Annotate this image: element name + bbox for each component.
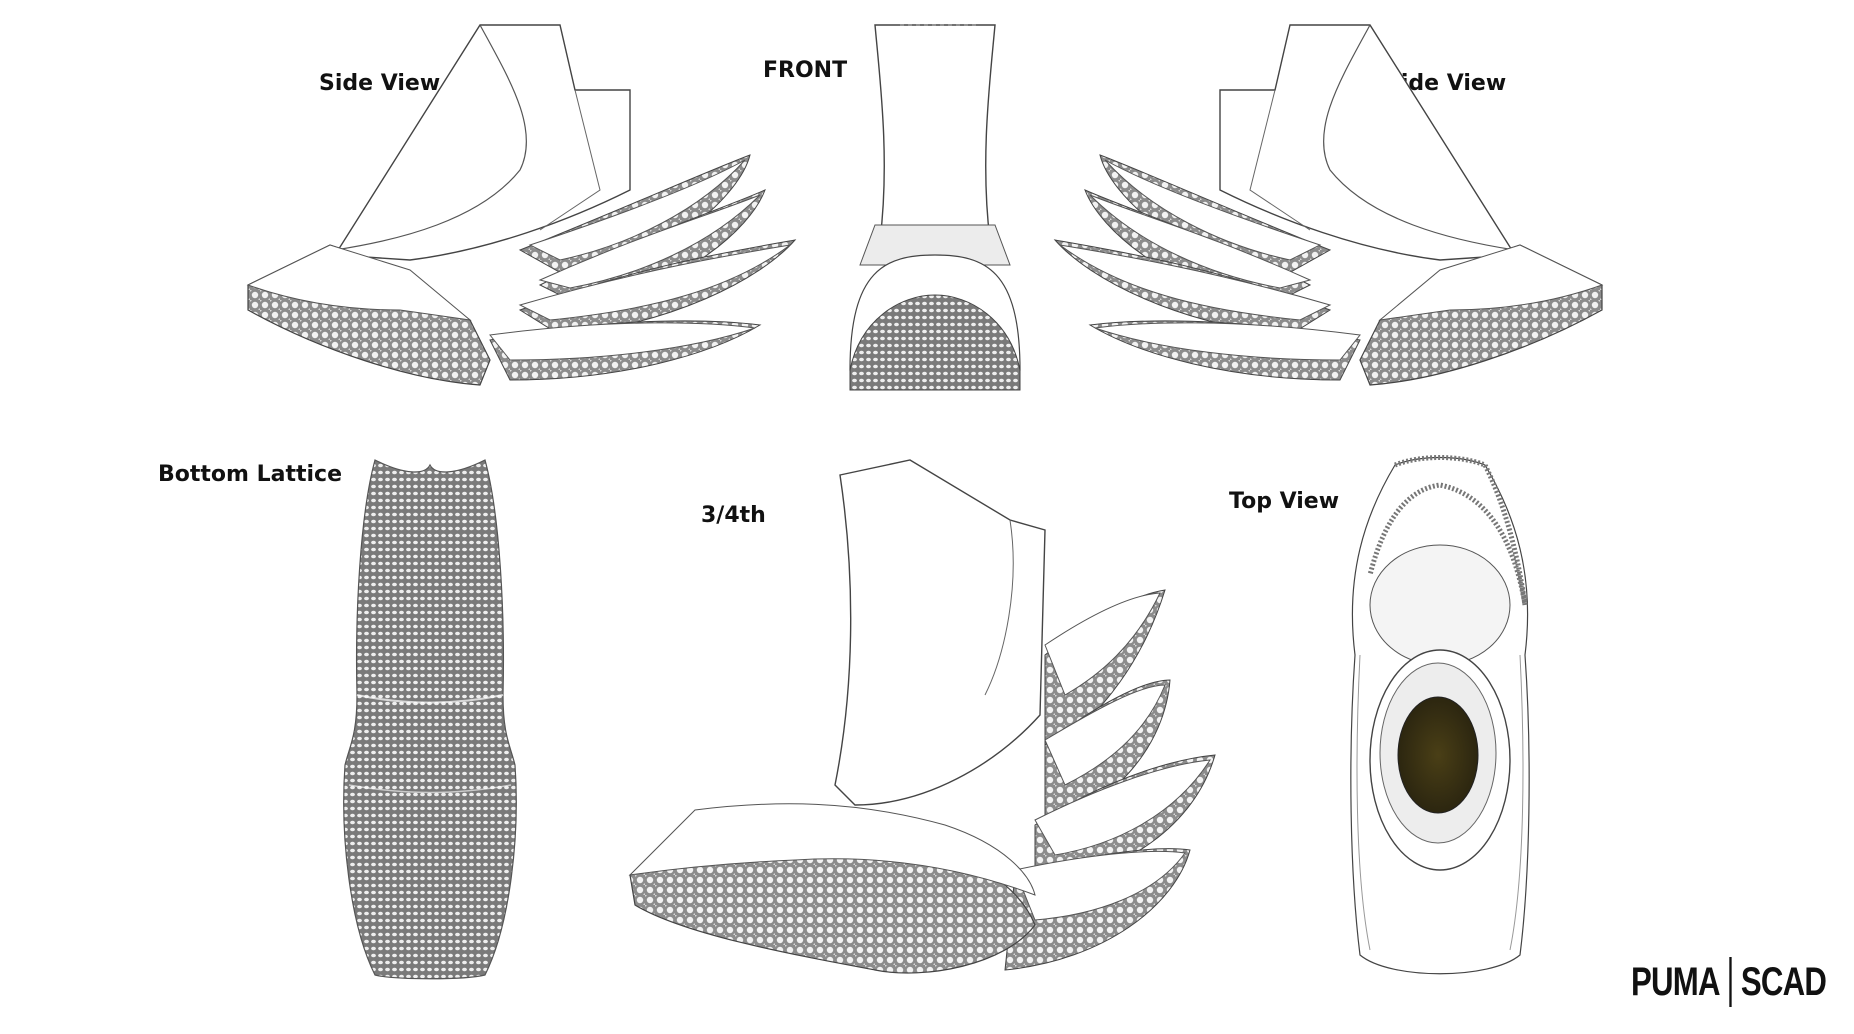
- shoe-side-view-left: [246, 24, 797, 386]
- shoe-front-view: [849, 24, 1021, 391]
- brand-puma: PUMA: [1630, 959, 1721, 1004]
- brand-separator: [1729, 957, 1732, 1007]
- label-side-view-left: Side View: [319, 71, 441, 96]
- shoe-top-view: [1350, 455, 1530, 975]
- label-three-quarter: 3/4th: [701, 503, 766, 528]
- label-top-view: Top View: [1229, 489, 1340, 514]
- label-bottom-lattice: Bottom Lattice: [158, 462, 343, 487]
- shoe-three-quarter-view: [628, 459, 1216, 974]
- shoe-side-view-right: [1053, 24, 1604, 386]
- brand-scad: SCAD: [1740, 959, 1827, 1004]
- label-front: FRONT: [763, 58, 848, 83]
- shoe-bottom-lattice: [343, 459, 517, 980]
- brand-logo: PUMA SCAD: [1630, 957, 1827, 1007]
